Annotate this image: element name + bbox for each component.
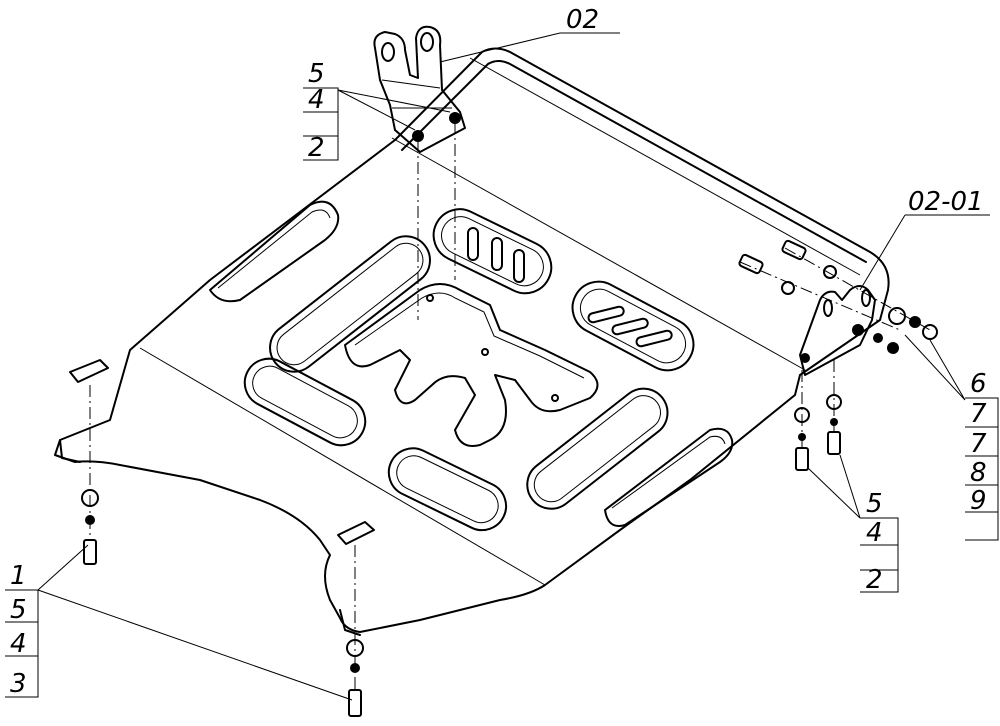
label-right-3: 8 [970, 458, 987, 488]
label-right-lower-2: 2 [866, 565, 883, 595]
stamped-slots [209, 200, 734, 532]
top-bracket [373, 25, 466, 153]
label-right-4: 9 [970, 486, 987, 516]
labels: 02 02-01 5 4 2 6 7 7 8 9 5 4 2 1 5 4 3 [10, 5, 987, 699]
label-top-ref: 02 [566, 5, 599, 35]
label-bottom-left-3: 3 [10, 669, 27, 699]
label-right-ref: 02-01 [908, 187, 984, 217]
label-bottom-left-2: 4 [10, 629, 27, 659]
right-bracket [738, 239, 938, 376]
label-top-left-1: 4 [308, 85, 325, 115]
skid-plate [54, 47, 890, 636]
label-top-left-0: 5 [308, 59, 325, 89]
leader-lines [5, 32, 999, 701]
label-bottom-left-1: 5 [10, 595, 27, 625]
label-right-lower-1: 4 [866, 518, 883, 548]
label-right-2: 7 [970, 429, 987, 459]
label-bottom-left-0: 1 [10, 561, 27, 591]
label-right-lower-0: 5 [866, 489, 883, 519]
center-lines [89, 122, 931, 690]
label-right-1: 7 [970, 399, 987, 429]
label-right-0: 6 [970, 369, 987, 399]
label-top-left-2: 2 [308, 133, 325, 163]
fasteners [69, 359, 842, 717]
